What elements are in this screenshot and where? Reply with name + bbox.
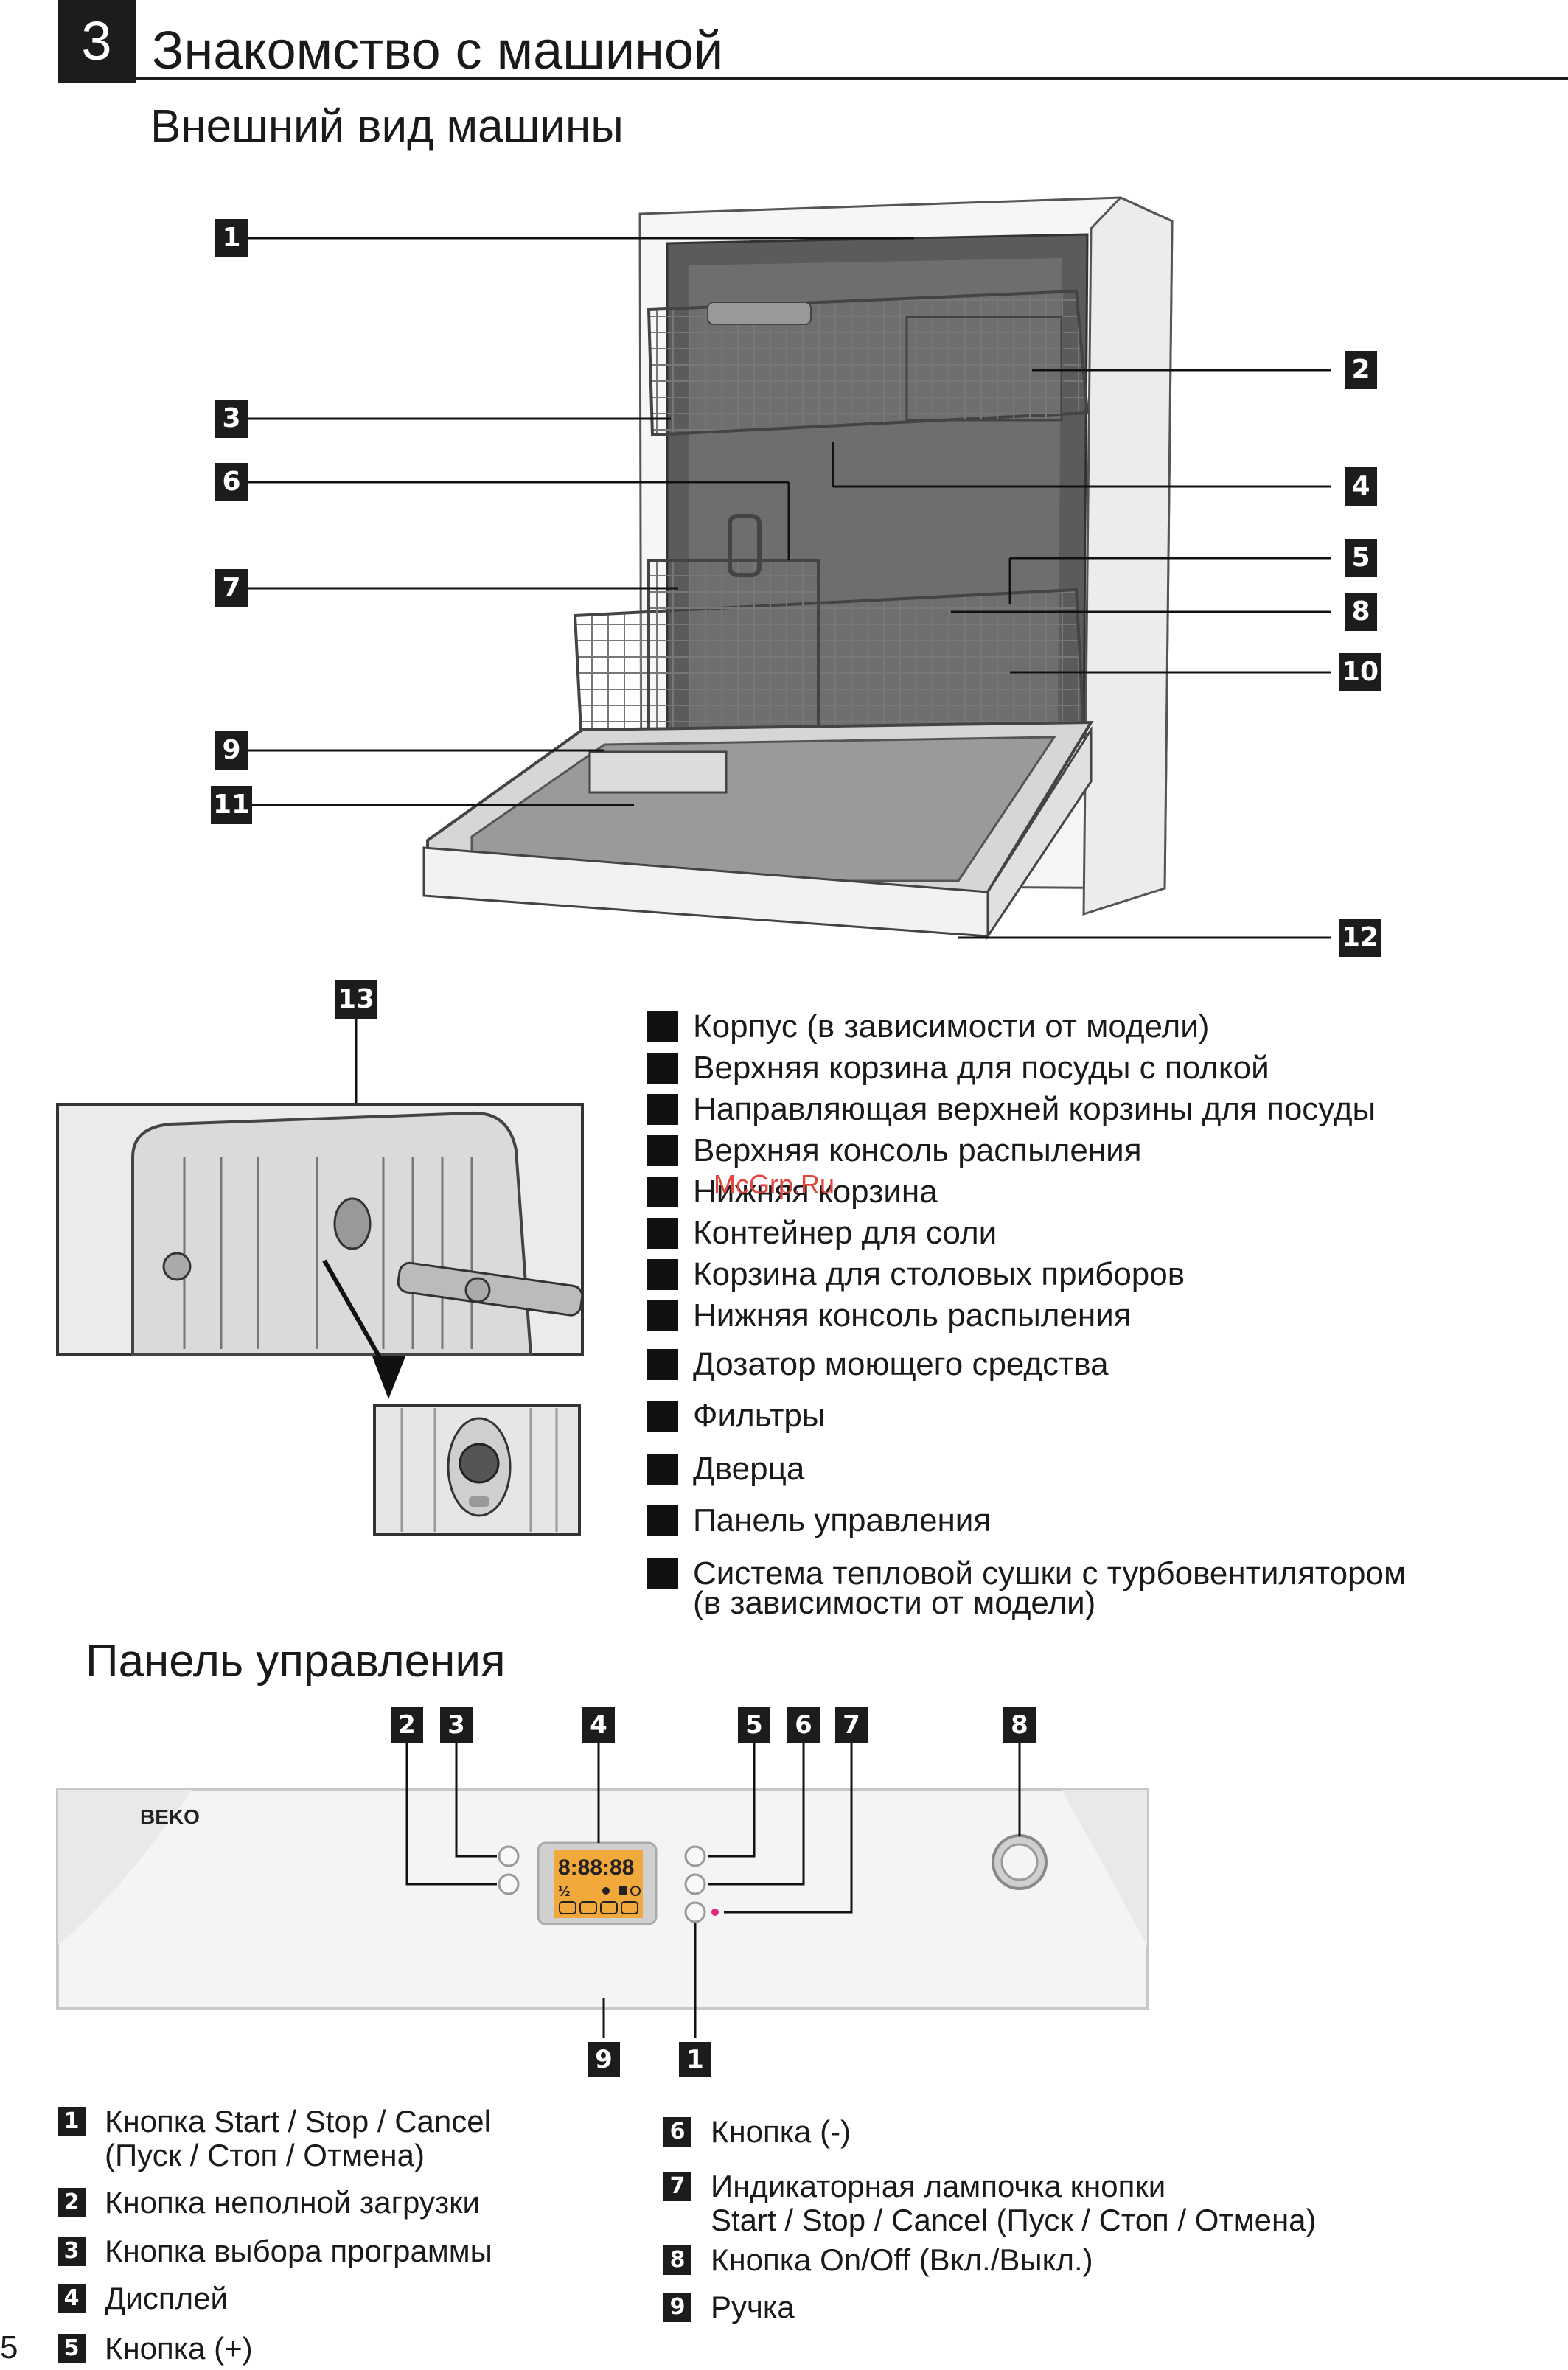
callout-6: 6 bbox=[215, 463, 248, 501]
panel-callout-4: 4 bbox=[582, 1707, 615, 1743]
panel-callout-9: 9 bbox=[588, 2042, 620, 2077]
page-number: 5 bbox=[0, 2329, 18, 2366]
callout-9: 9 bbox=[215, 731, 248, 770]
dishwasher-illustration bbox=[246, 196, 1331, 940]
machine-body bbox=[422, 196, 1174, 940]
panel-callout-1: 1 bbox=[679, 2042, 711, 2077]
panel-callout-5: 5 bbox=[738, 1707, 770, 1743]
display-screen bbox=[554, 1850, 643, 1918]
callout-3: 3 bbox=[215, 400, 248, 438]
callout-4: 4 bbox=[1345, 467, 1377, 506]
callout-11: 11 bbox=[211, 786, 252, 824]
callout-7: 7 bbox=[215, 569, 248, 607]
panel-callout-6: 6 bbox=[787, 1707, 820, 1743]
callout-1: 1 bbox=[215, 219, 248, 257]
panel-callout-3: 3 bbox=[440, 1707, 473, 1743]
callout-lines bbox=[246, 237, 1331, 939]
header-rule bbox=[136, 77, 1568, 80]
panel-callout-2: 2 bbox=[391, 1707, 423, 1743]
display-digits: 8:88:88 bbox=[558, 1855, 634, 1880]
section-title: Внешний вид машины bbox=[150, 101, 624, 152]
callout-5: 5 bbox=[1345, 539, 1377, 577]
display-half-load: ½ bbox=[558, 1883, 571, 1900]
callout-8: 8 bbox=[1345, 593, 1377, 631]
callout-10: 10 bbox=[1339, 653, 1381, 691]
panel-callout-7: 7 bbox=[835, 1707, 868, 1743]
chapter-number: 3 bbox=[58, 0, 136, 83]
callout-12: 12 bbox=[1339, 919, 1381, 957]
chapter-title: Знакомство с машиной bbox=[152, 21, 724, 80]
panel-title: Панель управления bbox=[86, 1636, 506, 1687]
control-panel-illustration: BEKO 8:88:88 ½ bbox=[56, 1741, 1149, 2038]
watermark: McGrp.Ru bbox=[714, 1169, 835, 1199]
fan-detail-illustration bbox=[56, 1019, 584, 1536]
callout-13: 13 bbox=[335, 980, 377, 1019]
panel-callout-8: 8 bbox=[1003, 1707, 1036, 1743]
brand-logo: BEKO bbox=[140, 1805, 200, 1828]
callout-2: 2 bbox=[1345, 351, 1377, 389]
